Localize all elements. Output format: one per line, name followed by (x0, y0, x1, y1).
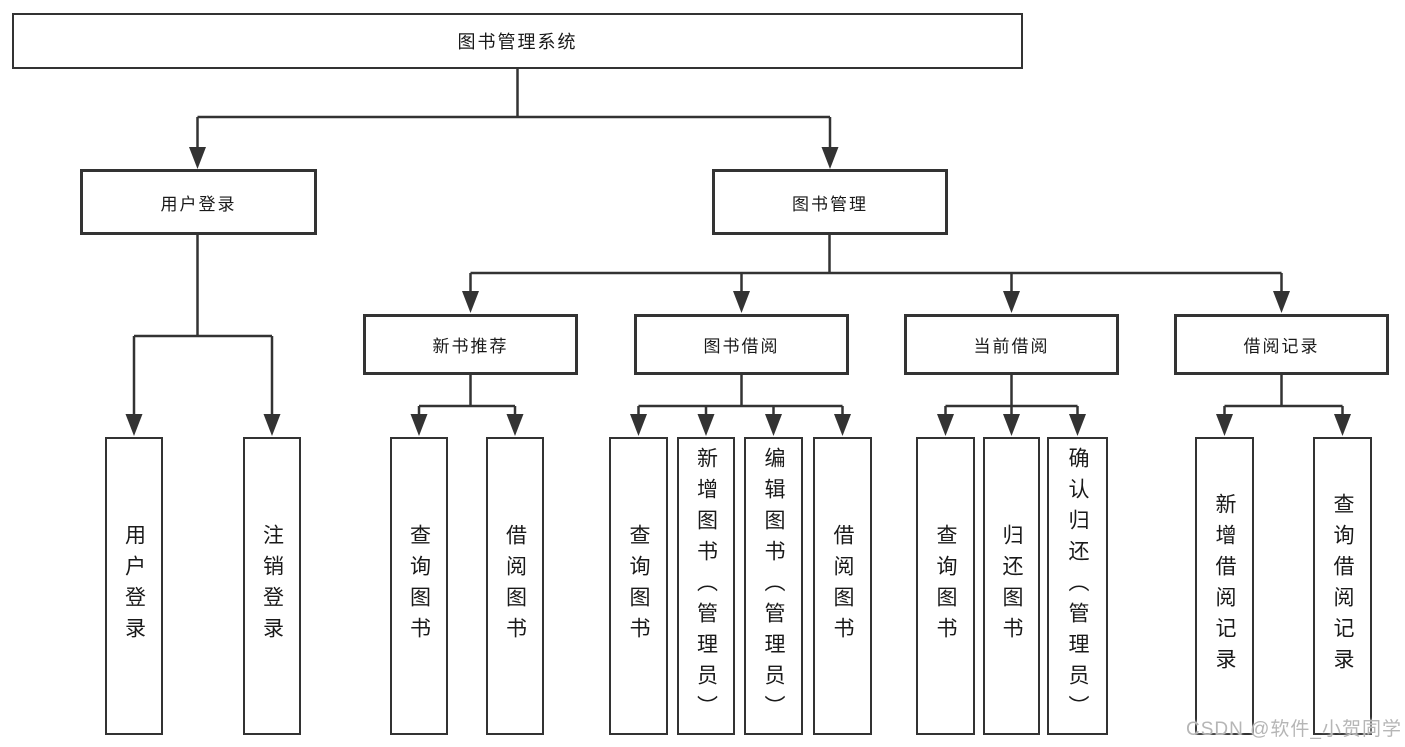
node-new-book-recommend: 新书推荐 (363, 314, 578, 375)
node-library-management-system: 图书管理系统 (12, 13, 1023, 69)
connector-paths (132, 69, 1344, 418)
node-current-borrowing: 当前借阅 (904, 314, 1119, 375)
leaf-query-books-borrowing: 查询图书 (609, 437, 668, 735)
leaf-query-borrow-record: 查询借阅记录 (1313, 437, 1372, 735)
leaf-edit-book-admin: 编辑图书（管理员） (744, 437, 803, 735)
node-book-borrowing: 图书借阅 (634, 314, 849, 375)
node-borrowing-records: 借阅记录 (1174, 314, 1389, 375)
leaf-query-books-recommend: 查询图书 (390, 437, 448, 735)
arrowheads (125, 147, 1351, 436)
leaf-add-borrow-record: 新增借阅记录 (1195, 437, 1254, 735)
leaf-confirm-return-admin: 确认归还（管理员） (1047, 437, 1108, 735)
leaf-user-login: 用户登录 (105, 437, 163, 735)
leaf-borrow-books-borrowing: 借阅图书 (813, 437, 872, 735)
node-user-login: 用户登录 (80, 169, 317, 235)
leaf-add-book-admin: 新增图书（管理员） (677, 437, 735, 735)
watermark: CSDN @软件_小贺同学 (1186, 719, 1402, 740)
leaf-logout: 注销登录 (243, 437, 301, 735)
leaf-query-books-current: 查询图书 (916, 437, 975, 735)
node-book-management: 图书管理 (712, 169, 948, 235)
leaf-return-book: 归还图书 (983, 437, 1040, 735)
leaf-borrow-books-recommend: 借阅图书 (486, 437, 544, 735)
